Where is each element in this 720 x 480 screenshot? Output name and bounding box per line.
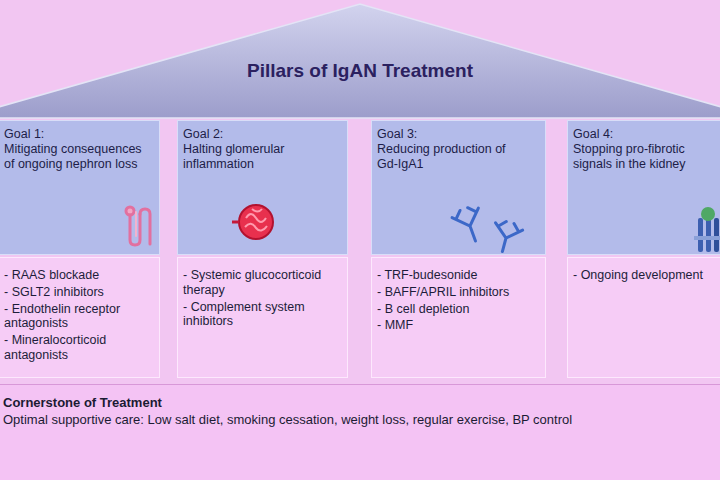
nephron-loop: [130, 214, 140, 245]
glomerulus-vessel: [232, 221, 239, 224]
list-item: - RAAS blockade: [4, 268, 153, 283]
box-body: Halting glomerular inflammation: [183, 142, 333, 172]
list-item: - Complement system inhibitors: [183, 300, 341, 330]
receptor-icon: [694, 207, 720, 252]
list-item: - Mineralocorticoid antagonists: [4, 333, 153, 363]
goal-box: Goal 3:Reducing production of Gd-IgA1: [371, 120, 546, 255]
receptor-chain: [706, 218, 711, 252]
receptor-chain: [698, 218, 703, 252]
list-item: - Ongoing development: [573, 268, 718, 283]
antibody-left: [451, 204, 489, 246]
diagram-title: Pillars of IgAN Treatment: [0, 60, 720, 82]
nephron-bulb: [126, 207, 134, 215]
goal-box: Goal 2:Halting glomerular inflammation: [177, 120, 348, 255]
nephron-icon: [126, 207, 150, 245]
treatment-list: - Systemic glucocorticoid therapy- Compl…: [177, 257, 348, 378]
box-body: Reducing production of Gd-IgA1: [377, 142, 527, 172]
box-heading: Cornerstone of Treatment: [3, 395, 713, 410]
treatment-list: - Ongoing development: [567, 257, 720, 378]
list-item: - Systemic glucocorticoid therapy: [183, 268, 341, 298]
list-item: - B cell depletion: [377, 302, 537, 317]
nephron-vessel: [135, 212, 137, 236]
box-body: Mitigating consequences of ongoing nephr…: [4, 142, 153, 172]
glomerulus-capillaries: [245, 209, 267, 231]
glomerulus-body: [239, 205, 273, 239]
box-heading: Goal 2:: [183, 127, 333, 142]
list-item: - BAFF/APRIL inhibitors: [377, 285, 537, 300]
box-heading: Goal 3:: [377, 127, 527, 142]
treatment-list: - RAAS blockade - SGLT2 inhibitors - Endot…: [0, 257, 160, 378]
list-item: - TRF-budesonide: [377, 268, 537, 283]
treatment-list: - TRF-budesonide - BAFF/APRIL inhibitors -…: [371, 257, 546, 378]
nephron-tubule: [140, 209, 150, 244]
goal-box: Goal 1:Mitigating consequences of ongoin…: [0, 120, 160, 255]
list-item: - SGLT2 inhibitors: [4, 285, 153, 300]
foundation-band: Cornerstone of TreatmentOptimal supporti…: [0, 384, 720, 480]
antibody-icon: [451, 204, 524, 255]
goal-box: Goal 4:Stopping pro-fibrotic signals in …: [567, 120, 720, 255]
receptor-ligand: [701, 207, 715, 221]
box-heading: Goal 4:: [573, 127, 718, 142]
box-body: Optimal supportive care: Low salt diet, …: [3, 412, 713, 427]
roof: [0, 4, 720, 118]
receptor-chain: [714, 218, 719, 252]
glomerulus-icon: [232, 205, 273, 239]
box-body: Stopping pro-fibrotic signals in the kid…: [573, 142, 718, 172]
list-item: - Endothelin receptor antagonists: [4, 302, 153, 332]
antibody-right: [489, 219, 524, 255]
box-heading: Goal 1:: [4, 127, 153, 142]
cell-membrane: [694, 236, 720, 240]
list-item: - MMF: [377, 318, 537, 333]
